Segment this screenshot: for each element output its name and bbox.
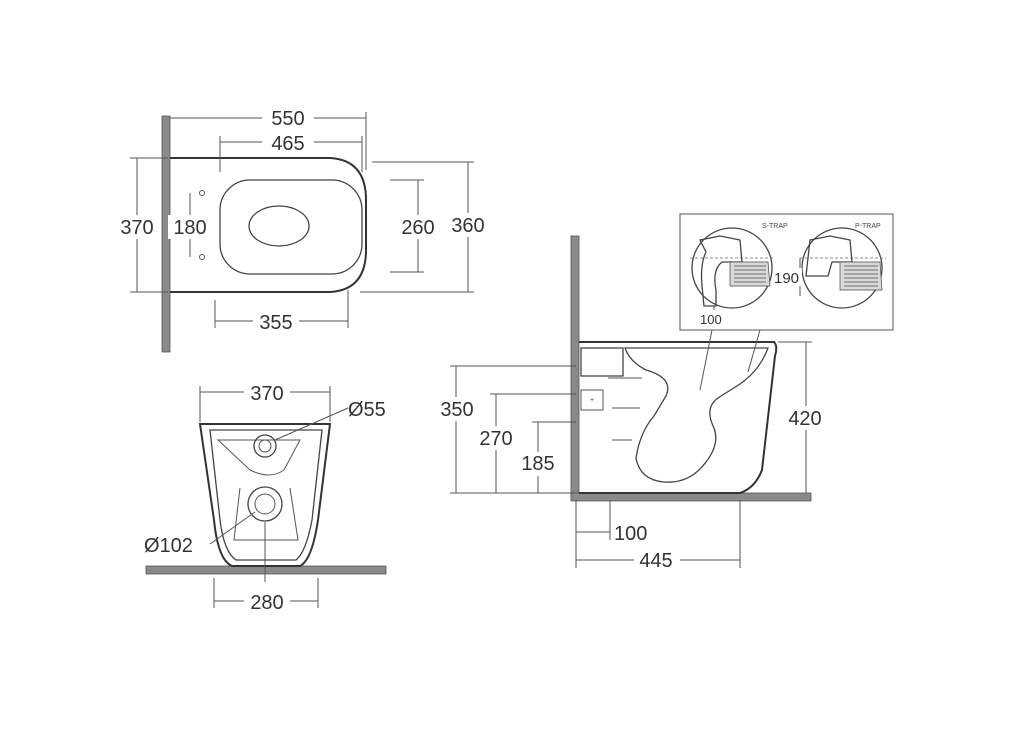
fixing-hole-top (199, 190, 205, 196)
dim-overall-length: 550 (271, 108, 304, 130)
outlet-circle (247, 486, 283, 522)
side-view-floor (570, 492, 812, 502)
side-view-tank-connector (580, 347, 624, 377)
dim-fixing-spacing: 180 (173, 217, 206, 239)
dim-outlet-diameter: Ø102 (144, 535, 193, 557)
seat-outline (219, 179, 363, 275)
svg-text:+: + (590, 397, 594, 404)
dim-height-420: 420 (788, 408, 821, 430)
dim-height-270: 270 (479, 428, 512, 450)
dim-outlet-offset: 100 (614, 523, 647, 545)
fixing-hole-bottom (199, 254, 205, 260)
dim-p-trap-height: 190 (774, 270, 799, 287)
inlet-circle (253, 434, 277, 458)
dim-depth: 445 (639, 550, 672, 572)
front-view-floor (145, 565, 387, 575)
dim-height-350: 350 (440, 399, 473, 421)
dim-fixing-to-rim: 355 (259, 312, 292, 334)
dim-height-185: 185 (521, 453, 554, 475)
dim-s-trap-offset: 100 (700, 312, 722, 327)
dim-overall-width: 370 (120, 217, 153, 239)
side-view-bowl (624, 347, 769, 483)
dim-base-width: 280 (250, 592, 283, 614)
dim-seat-width: 360 (451, 215, 484, 237)
top-view: 550 465 370 180 260 360 355 (114, 106, 492, 353)
front-view-outline (198, 423, 332, 567)
dim-inlet-diameter: Ø55 (348, 399, 386, 421)
side-view-outline (579, 341, 778, 494)
side-view: + 350 270 185 420 100 445 (434, 235, 829, 572)
dim-seat-length: 465 (271, 133, 304, 155)
dim-opening-width: 260 (401, 217, 434, 239)
bowl-opening (248, 205, 310, 247)
front-view: 370 Ø55 Ø102 280 (144, 381, 387, 614)
side-view-wall (570, 235, 580, 499)
s-trap-label: S-TRAP (762, 223, 788, 230)
p-trap-label: P-TRAP (855, 223, 881, 230)
dim-front-width: 370 (250, 383, 283, 405)
top-view-outline (170, 157, 367, 293)
trap-detail-inset: S-TRAP P-TRAP 190 100 (679, 213, 894, 391)
inset-leader (699, 329, 713, 391)
